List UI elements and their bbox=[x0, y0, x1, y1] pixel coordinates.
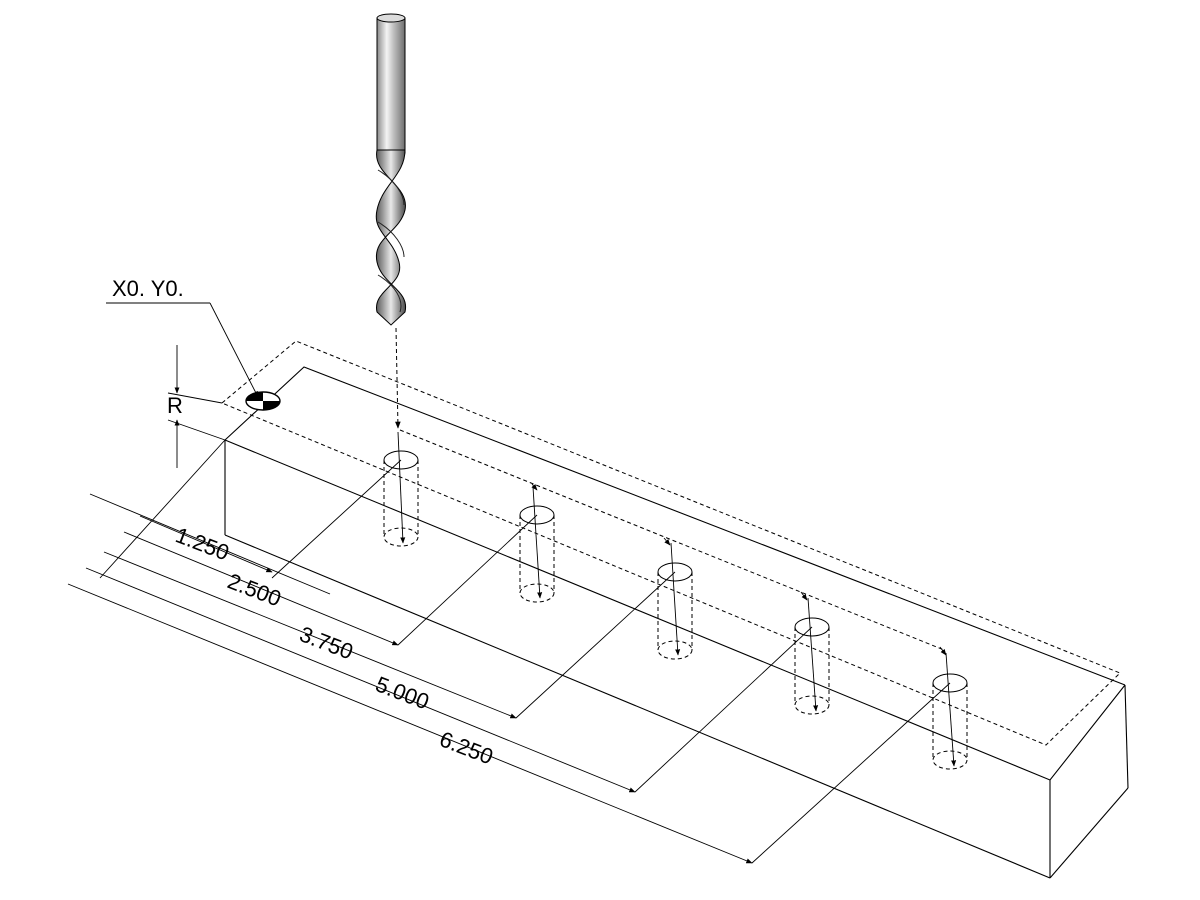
dimension-lines bbox=[67, 493, 753, 864]
dimension-label-5000: 5.000 bbox=[372, 671, 432, 714]
tool-path bbox=[395, 327, 945, 651]
hole-3 bbox=[657, 537, 693, 660]
extension-lines bbox=[99, 439, 951, 864]
hole-4 bbox=[794, 591, 830, 715]
drill-bit-icon bbox=[375, 13, 407, 326]
workpiece-block bbox=[224, 366, 1129, 879]
hole-1 bbox=[383, 431, 419, 547]
dimension-labels: 1.250 2.500 3.750 5.000 6.250 bbox=[172, 522, 496, 769]
hole-5 bbox=[932, 646, 968, 770]
r-plane-outline bbox=[221, 340, 1121, 746]
hole-2 bbox=[519, 483, 555, 603]
r-dimension bbox=[167, 345, 226, 468]
dimension-label-6250: 6.250 bbox=[436, 726, 496, 769]
dimension-label-1250: 1.250 bbox=[172, 522, 232, 565]
work-origin-marker-icon bbox=[245, 391, 281, 411]
holes bbox=[383, 431, 968, 770]
origin-label: X0. Y0. bbox=[112, 276, 184, 301]
origin-leader bbox=[106, 302, 259, 398]
r-label: R bbox=[167, 393, 183, 418]
